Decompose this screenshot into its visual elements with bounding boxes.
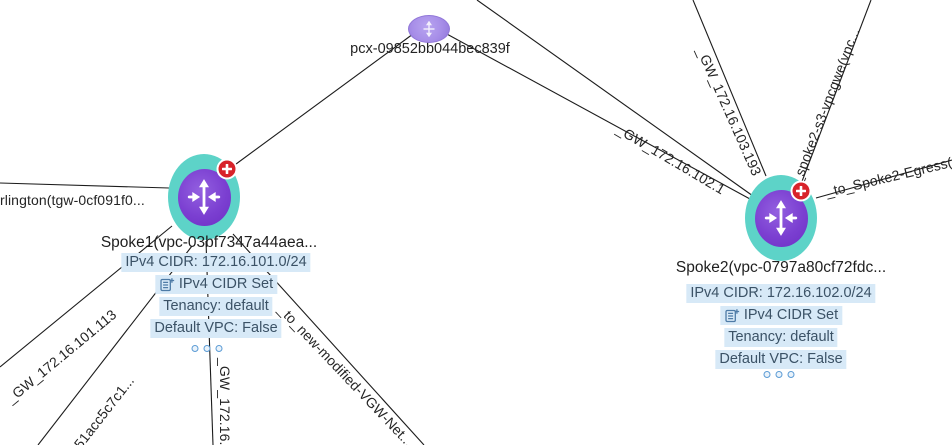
edge-spoke1-pcx[interactable] xyxy=(231,33,414,168)
attribute-text: Tenancy: default xyxy=(163,298,269,314)
edge-to-spoke2-egress[interactable] xyxy=(815,159,952,199)
vpc-attributes-spoke2: IPv4 CIDR: 172.16.102.0/24 IPv4 CIDR Set… xyxy=(686,284,876,369)
edge-label-tgw-arlington: rlington(tgw-0cf091f0... xyxy=(0,192,145,208)
plus-icon xyxy=(796,186,806,196)
vpc-node-title-spoke2: Spoke2(vpc-0797a80cf72fdc... xyxy=(675,259,887,276)
vpc-icon xyxy=(187,179,221,215)
attribute-row-cidr-set: IPv4 CIDR Set xyxy=(719,306,843,325)
vpc-node-title-spoke1: Spoke1(vpc-03bf7347a44aea... xyxy=(100,234,318,251)
cidr-set-icon xyxy=(724,309,739,323)
dot xyxy=(775,371,783,378)
peering-node-label: pcx-09852bb044bec839f xyxy=(350,41,510,57)
attribute-text: Tenancy: default xyxy=(728,329,834,345)
dot xyxy=(203,345,211,352)
dot xyxy=(787,371,795,378)
expand-badge[interactable] xyxy=(215,157,239,181)
attribute-text: IPv4 CIDR Set xyxy=(178,276,274,292)
peering-node-shape[interactable] xyxy=(408,15,450,43)
more-options-dots-spoke2[interactable] xyxy=(763,371,795,378)
edge-to-spoke2-s3[interactable] xyxy=(800,0,872,185)
vpc-attributes-spoke1: IPv4 CIDR: 172.16.101.0/24 IPv4 CIDR Set… xyxy=(121,253,311,338)
dot xyxy=(215,345,223,352)
dot xyxy=(763,371,771,378)
attribute-text: IPv4 CIDR Set xyxy=(743,307,839,323)
peering-icon xyxy=(423,21,435,37)
attribute-text: Default VPC: False xyxy=(719,351,843,367)
edge-gw-103[interactable] xyxy=(692,0,767,177)
cidr-set-icon xyxy=(159,278,174,292)
attribute-text: IPv4 CIDR: 172.16.101.0/24 xyxy=(125,254,307,270)
attribute-row-cidr-set: IPv4 CIDR Set xyxy=(154,275,278,294)
attribute-row-cidr: IPv4 CIDR: 172.16.101.0/24 xyxy=(121,253,311,272)
vpc-icon xyxy=(764,200,798,236)
dot xyxy=(191,345,199,352)
edge-tgw-arlington[interactable] xyxy=(0,182,170,189)
plus-icon xyxy=(222,164,232,174)
attribute-row-cidr: IPv4 CIDR: 172.16.102.0/24 xyxy=(686,284,876,303)
edge-pcx-spoke2[interactable] xyxy=(444,32,751,200)
expand-badge[interactable] xyxy=(789,179,813,203)
attribute-text: Default VPC: False xyxy=(154,320,278,336)
edge-label-gw-down: _GW_172.16.1 xyxy=(217,358,233,445)
attribute-row-tenancy: Tenancy: default xyxy=(159,297,273,316)
more-options-dots-spoke1[interactable] xyxy=(191,345,223,352)
attribute-row-default-vpc: Default VPC: False xyxy=(150,319,282,338)
edge-gw-101[interactable] xyxy=(0,225,173,368)
attribute-row-default-vpc: Default VPC: False xyxy=(715,350,847,369)
attribute-row-tenancy: Tenancy: default xyxy=(724,328,838,347)
attribute-text: IPv4 CIDR: 172.16.102.0/24 xyxy=(690,285,872,301)
edge-top-spoke2[interactable] xyxy=(476,0,754,197)
